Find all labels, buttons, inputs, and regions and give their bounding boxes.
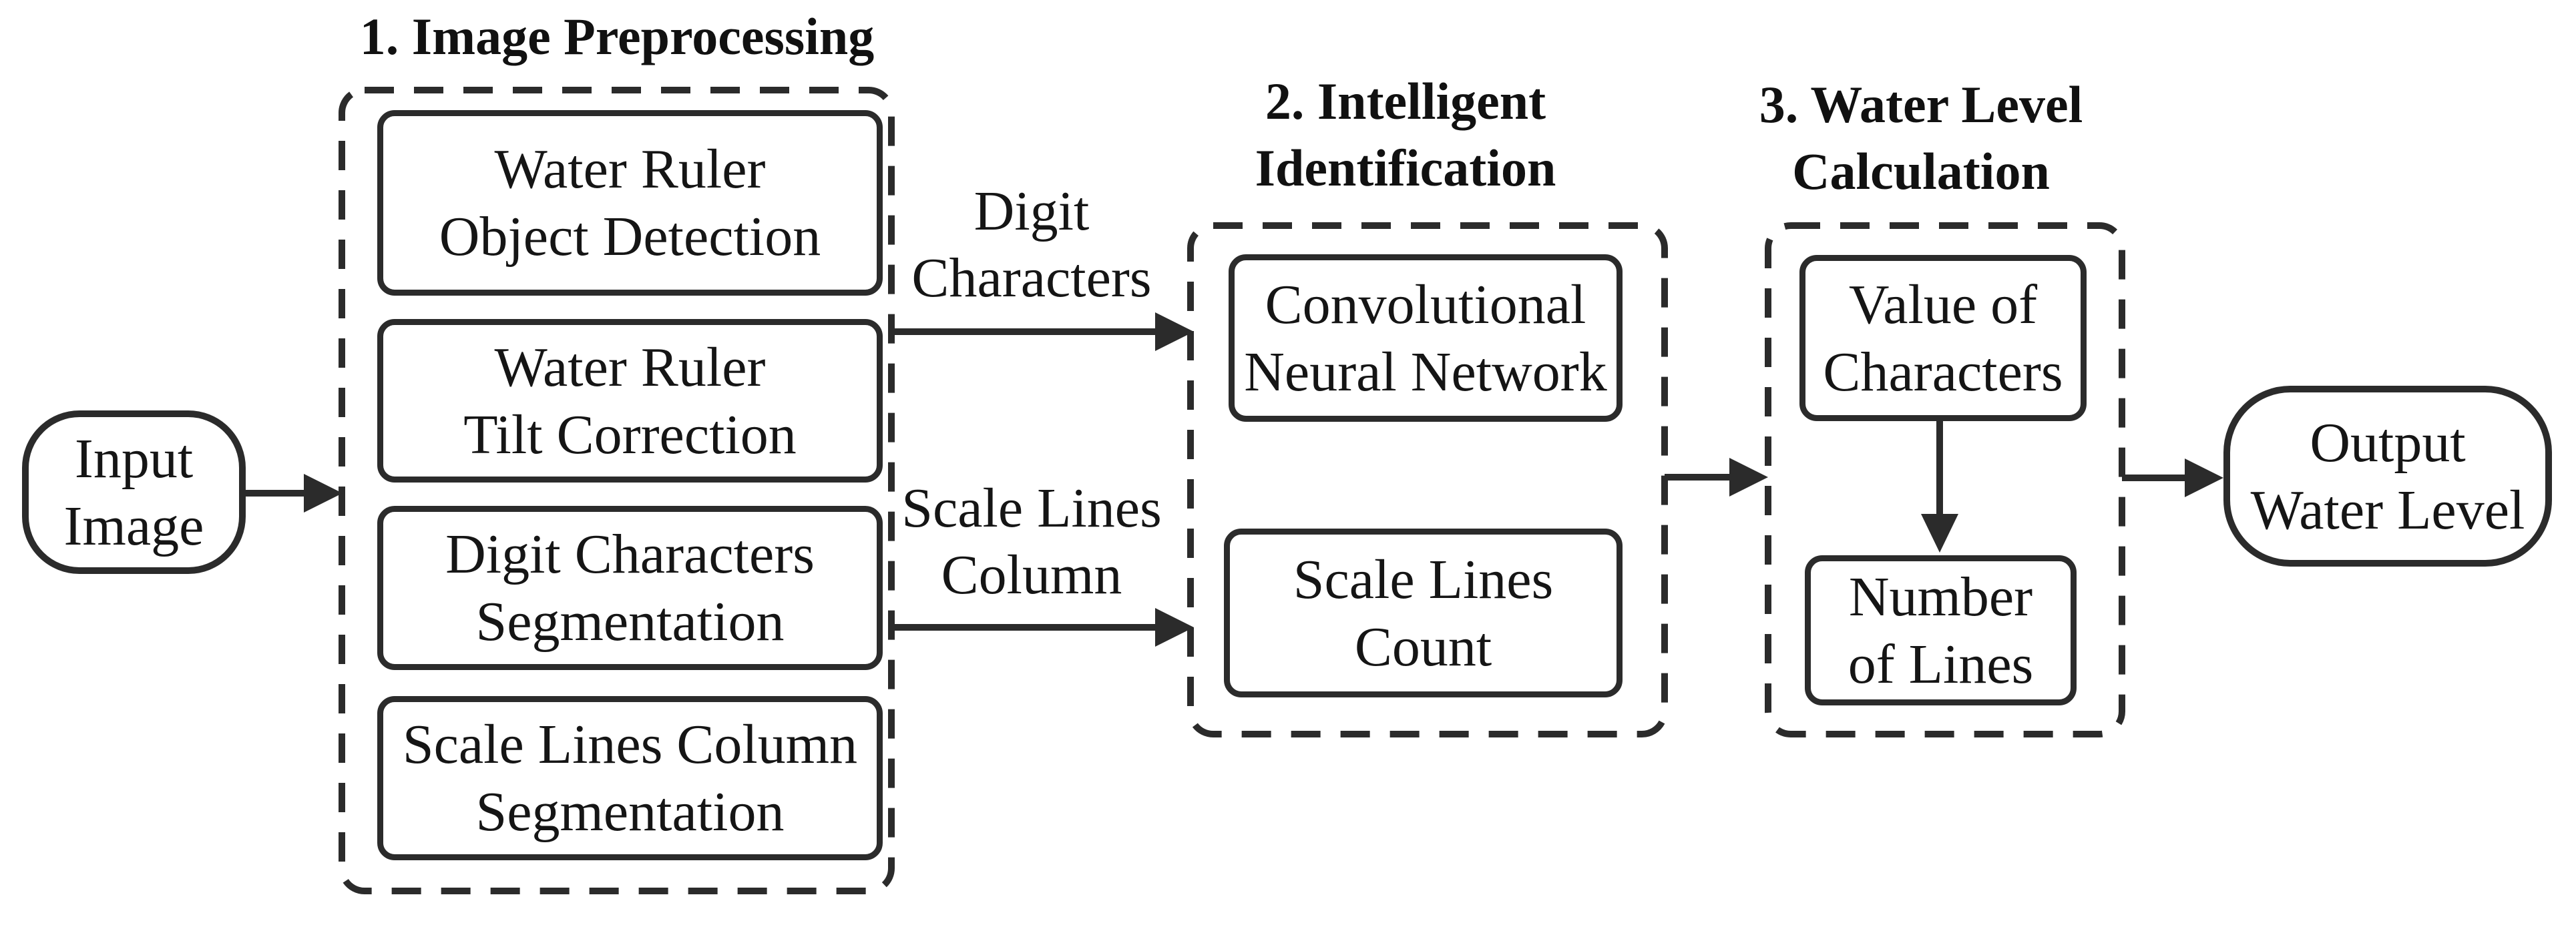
box-text-line: Segmentation (475, 781, 785, 843)
box-convolutional-neural-network: Convolutional Neural Network (1229, 254, 1623, 422)
box-text-line: Object Detection (439, 206, 821, 268)
stage1-dashed-frame (339, 87, 895, 894)
stage3-title: 3. Water Level Calculation (1687, 71, 2155, 205)
box-digit-characters-segmentation: Digit Characters Segmentation (377, 506, 883, 670)
box-text-line: of Lines (1848, 633, 2034, 695)
box-text-line: Neural Network (1244, 340, 1607, 403)
box-text-line: Water Ruler (494, 138, 766, 200)
stage2-title-line2: Identification (1255, 139, 1556, 197)
stage1-title: 1. Image Preprocessing (316, 3, 917, 70)
box-text-line: Segmentation (475, 591, 785, 653)
box-text-line: Tilt Correction (463, 403, 797, 466)
box-value-of-characters: Value of Characters (1799, 255, 2087, 421)
edge-label-line: Characters (911, 247, 1152, 309)
box-text-line: Number (1848, 565, 2033, 628)
box-text-line: Count (1354, 615, 1492, 678)
box-text-line: Value of (1848, 273, 2038, 336)
input-image-line1: Input (74, 427, 194, 490)
box-text-line: Scale Lines (1293, 548, 1554, 611)
edge-label-digit-characters: Digit Characters (865, 178, 1199, 312)
input-image-line2: Image (63, 495, 204, 557)
box-text-line: Convolutional (1265, 273, 1586, 336)
box-number-of-lines: Number of Lines (1805, 555, 2077, 705)
box-text-line: Digit Characters (445, 523, 815, 585)
output-water-level-node: Output Water Level (2223, 386, 2552, 567)
arrow-scale-lines-column (891, 608, 1194, 647)
arrow-input-to-stage1 (246, 474, 343, 513)
arrow-digit-characters (891, 312, 1194, 351)
stage2-title-line1: 2. Intelligent (1265, 72, 1546, 130)
box-text-line: Scale Lines Column (402, 713, 858, 776)
box-text-line: Characters (1823, 340, 2063, 403)
arrow-characters-to-lines (1921, 421, 1958, 553)
stage3-title-line2: Calculation (1792, 142, 2050, 200)
stage1-title-line: 1. Image Preprocessing (359, 7, 875, 65)
arrow-stage2-to-stage3 (1665, 458, 1768, 497)
stage3-title-line1: 3. Water Level (1759, 75, 2083, 133)
edge-label-line: Digit (974, 180, 1090, 242)
edge-label-line: Column (941, 544, 1122, 606)
input-image-node: Input Image (22, 410, 246, 574)
box-water-ruler-object-detection: Water Ruler Object Detection (377, 110, 883, 296)
box-text-line: Water Ruler (494, 336, 766, 398)
box-scale-lines-column-segmentation: Scale Lines Column Segmentation (377, 696, 883, 860)
output-line1: Output (2310, 411, 2466, 474)
box-water-ruler-tilt-correction: Water Ruler Tilt Correction (377, 319, 883, 483)
stage2-title: 2. Intelligent Identification (1172, 68, 1639, 202)
arrow-stage3-to-output (2122, 458, 2223, 497)
edge-label-line: Scale Lines (901, 477, 1162, 539)
stage3-dashed-frame (1765, 222, 2125, 737)
edge-label-scale-lines-column: Scale Lines Column (865, 475, 1199, 609)
box-scale-lines-count: Scale Lines Count (1224, 529, 1623, 697)
output-line2: Water Level (2250, 479, 2525, 541)
